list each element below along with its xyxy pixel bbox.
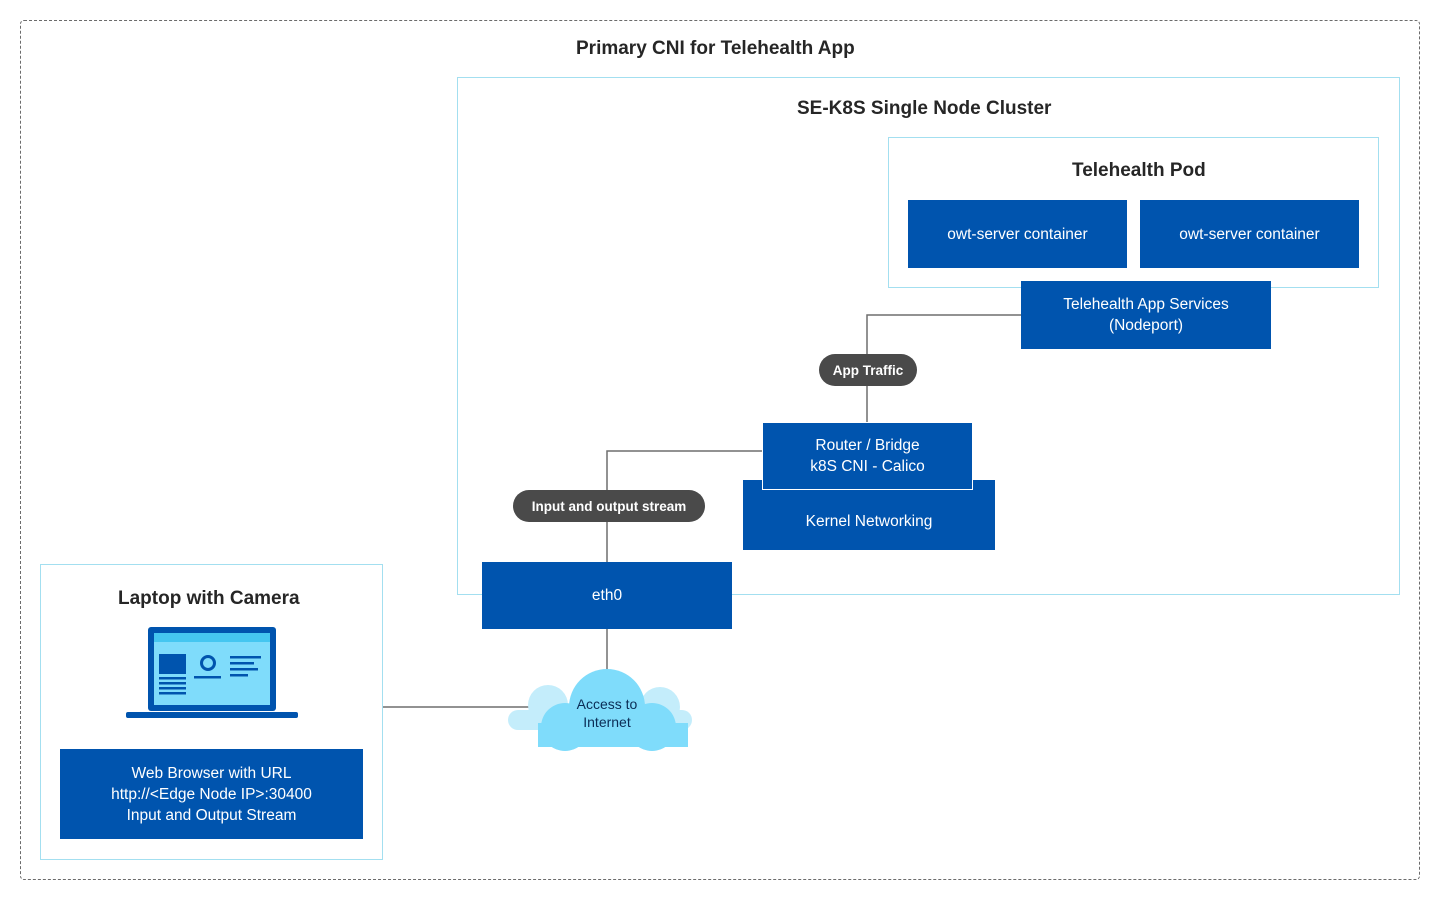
cluster-title: SE-K8S Single Node Cluster <box>797 98 1052 119</box>
internet-label-line1: Access to <box>576 696 638 712</box>
pod-title: Telehealth Pod <box>1072 160 1206 181</box>
browser-url: http://<Edge Node IP>:30400 <box>111 785 312 803</box>
laptop-icon <box>126 627 298 718</box>
kernel-label: Kernel Networking <box>805 512 933 530</box>
web-browser-box: Web Browser with URL http://<Edge Node I… <box>60 749 363 839</box>
router-to-eth0-line <box>606 450 762 562</box>
app-traffic-text: App Traffic <box>832 362 904 378</box>
eth0-box: eth0 <box>482 562 732 629</box>
app-traffic-label: App Traffic <box>819 354 917 386</box>
services-sublabel: (Nodeport) <box>1108 317 1184 334</box>
cluster-frame <box>457 77 1400 595</box>
router-box: Router / Bridge k8S CNI - Calico <box>762 422 973 490</box>
kernel-networking-box: Kernel Networking <box>743 480 995 550</box>
router-label: Router / Bridge <box>815 437 920 454</box>
laptop-title: Laptop with Camera <box>118 588 300 609</box>
stream-label: Input and output stream <box>513 490 705 522</box>
primary-cni-frame <box>20 20 1420 880</box>
eth0-label: eth0 <box>591 587 623 604</box>
container-label-2: owt-server container <box>1179 225 1320 243</box>
container-label-1: owt-server container <box>947 225 1088 243</box>
container-box-2: owt-server container <box>1140 200 1359 268</box>
internet-label: Access to Internet <box>556 695 658 731</box>
cloud-icon <box>508 669 692 751</box>
laptop-frame <box>40 564 383 860</box>
router-sublabel: k8S CNI - Calico <box>810 458 925 475</box>
diagram-title: Primary CNI for Telehealth App <box>576 38 855 59</box>
browser-stream-label: Input and Output Stream <box>126 806 297 824</box>
browser-label: Web Browser with URL <box>131 764 292 782</box>
container-box-1: owt-server container <box>908 200 1127 268</box>
services-label: Telehealth App Services <box>1063 296 1229 313</box>
stream-text: Input and output stream <box>531 498 687 514</box>
internet-label-line2: Internet <box>583 714 631 730</box>
services-box: Telehealth App Services (Nodeport) <box>1021 281 1271 349</box>
services-to-router-line <box>866 314 1021 422</box>
